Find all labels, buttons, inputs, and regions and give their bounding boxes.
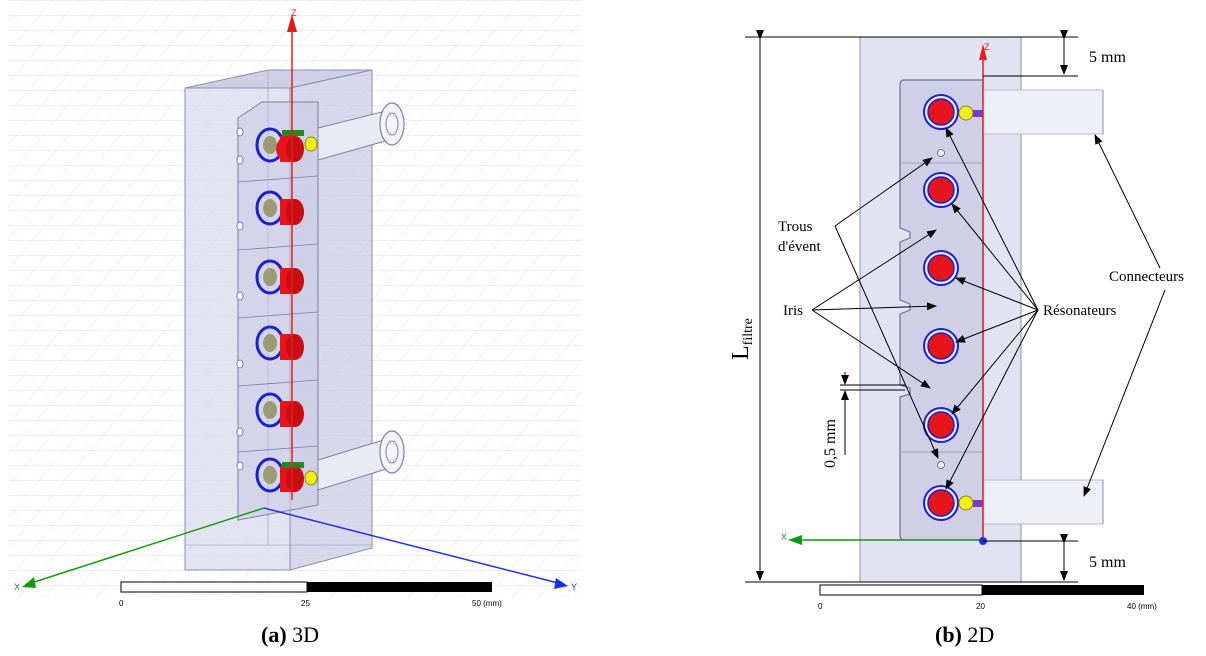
resonator-3d [255, 457, 304, 493]
resonators-label: Résonateurs [1043, 303, 1116, 319]
connector-3d-bottom [317, 430, 405, 491]
y-axis-label: Y [571, 582, 577, 592]
iris-label: Iris [783, 303, 803, 319]
caption-2d-label: (b) [935, 622, 962, 647]
resonator-2d [923, 407, 959, 443]
caption-3d: (a) 3D [261, 622, 319, 648]
connector-pin [958, 105, 974, 121]
connector-3d-top [317, 102, 405, 161]
connector-2d-top [982, 89, 1104, 135]
resonator-3d [255, 259, 304, 295]
dim-side-label: 0,5 mm [822, 419, 839, 468]
y-axis [263, 507, 563, 585]
svg-text:Lfiltre: Lfiltre [728, 318, 756, 360]
resonator-3d [255, 127, 304, 163]
vent-hole [937, 149, 945, 157]
resonator-2d [923, 94, 959, 130]
x-axis-label-2d: X [781, 532, 787, 542]
axes-2d: Z X [781, 42, 990, 545]
resonator-3d [255, 392, 304, 428]
leader-arrows [811, 127, 1166, 497]
connectors-label: Connecteurs [1109, 269, 1184, 285]
cavity-outline [899, 79, 984, 541]
scale-tick-25: 25 [301, 599, 310, 608]
x-axis [27, 507, 265, 585]
caption-3d-label: (a) [261, 622, 287, 647]
scale-tick-50: 50 (mm) [472, 599, 502, 608]
resonators-3d [255, 127, 318, 493]
length-sub: filtre [741, 318, 756, 345]
caption-2d-text: 2D [961, 622, 995, 647]
length-label: Lfiltre [728, 318, 756, 360]
dim-bottom-label: 5 mm [1089, 554, 1126, 571]
resonator-2d [923, 172, 959, 208]
vent-holes-label-1: Trous [778, 219, 813, 235]
resonator-2d [923, 328, 959, 364]
resonator-3d [255, 325, 304, 361]
scale-tick-0: 0 [119, 599, 124, 608]
dimensions [745, 30, 1078, 583]
x-axis-label: X [14, 582, 20, 592]
scale2-tick-0: 0 [818, 602, 823, 611]
caption-3d-text: 3D [286, 622, 320, 647]
caption-2d: (b) 2D [935, 622, 994, 648]
dim-top-label: 5 mm [1089, 49, 1126, 66]
panel-3d: Z X Y 0 25 50 (mm) [8, 0, 581, 608]
vent-holes-label-2: d'évent [778, 239, 822, 255]
axes-3d: Z X Y [14, 8, 577, 592]
connector-2d-bottom [982, 479, 1104, 525]
resonator-2d [923, 485, 959, 521]
length-main: L [728, 345, 754, 360]
scale2-tick-20: 20 [976, 602, 985, 611]
scale-bar-2d: 0 20 40 (mm) [818, 584, 1157, 611]
scale2-tick-40: 40 (mm) [1127, 602, 1157, 611]
resonators-2d [923, 94, 983, 521]
resonator-2d [923, 250, 959, 286]
z-axis-label: Z [291, 8, 297, 18]
connector-pin [958, 495, 974, 511]
vent-hole [937, 461, 945, 469]
scale-bar-3d: 0 25 50 (mm) [119, 581, 502, 608]
resonator-3d [255, 190, 304, 226]
panel-2d: Z X 5 mm 5 mm 0,5 mm Lfiltre [728, 30, 1184, 611]
z-axis-label-2d: Z [984, 42, 990, 52]
